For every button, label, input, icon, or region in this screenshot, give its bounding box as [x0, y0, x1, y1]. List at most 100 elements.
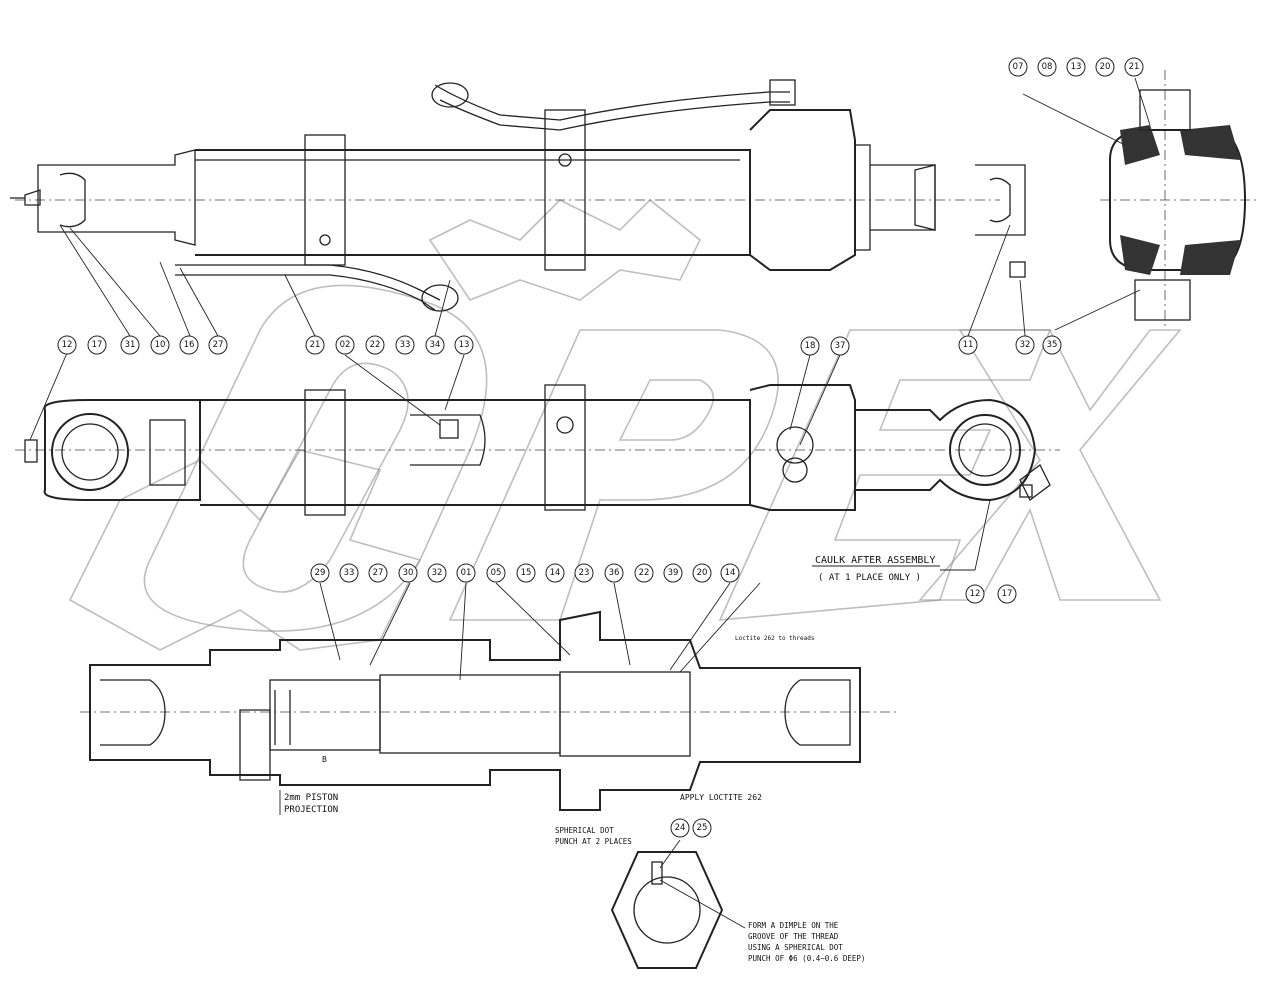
loctite-note: APPLY LOCTITE 262 [680, 793, 762, 802]
balloon: 30 [398, 563, 418, 583]
caulk-note-line1: CAULK AFTER ASSEMBLY [815, 555, 935, 566]
balloon: 27 [208, 335, 228, 355]
balloon: 16 [179, 335, 199, 355]
balloon: 14 [720, 563, 740, 583]
svg-text:18: 18 [805, 341, 816, 351]
svg-text:31: 31 [125, 340, 136, 350]
spherical-note-line2: PUNCH AT 2 PLACES [555, 837, 632, 846]
svg-text:27: 27 [213, 340, 224, 350]
balloon: 11 [958, 335, 978, 355]
balloon: 12 [57, 335, 77, 355]
balloon: 37 [830, 336, 850, 356]
balloon: 01 [456, 563, 476, 583]
svg-text:23: 23 [579, 568, 590, 578]
balloon: 17 [997, 584, 1017, 604]
svg-text:13: 13 [459, 340, 470, 350]
balloon: 33 [395, 335, 415, 355]
svg-text:14: 14 [550, 568, 561, 578]
caulk-note-line2: ( AT 1 PLACE ONLY ) [818, 573, 921, 583]
svg-text:01: 01 [461, 568, 472, 578]
balloon: 13 [1066, 57, 1086, 77]
balloon: 23 [574, 563, 594, 583]
balloon: 12 [965, 584, 985, 604]
svg-text:02: 02 [340, 340, 351, 350]
balloon: 22 [634, 563, 654, 583]
svg-text:24: 24 [675, 823, 686, 833]
balloon: 21 [1124, 57, 1144, 77]
svg-text:16: 16 [184, 340, 195, 350]
balloon: 22 [365, 335, 385, 355]
balloon: 36 [604, 563, 624, 583]
svg-text:15: 15 [521, 568, 532, 578]
gland-marker: B [322, 755, 327, 764]
svg-text:17: 17 [1002, 589, 1013, 599]
svg-text:21: 21 [1129, 62, 1140, 72]
leader-lines [29, 77, 1151, 929]
balloon: 32 [427, 563, 447, 583]
svg-text:39: 39 [668, 568, 679, 578]
svg-text:33: 33 [344, 568, 355, 578]
svg-text:10: 10 [155, 340, 166, 350]
dimple-note-line1: FORM A DIMPLE ON THE [748, 921, 839, 930]
balloon: 18 [800, 336, 820, 356]
svg-text:17: 17 [92, 340, 103, 350]
dimple-note-line3: USING A SPHERICAL DOT [748, 943, 843, 952]
svg-text:12: 12 [970, 589, 981, 599]
balloon: 25 [692, 818, 712, 838]
balloon: 21 [305, 335, 325, 355]
svg-text:22: 22 [639, 568, 650, 578]
nut-detail-view [610, 851, 724, 969]
svg-text:36: 36 [609, 568, 620, 578]
cylinder-plan-view [15, 384, 1060, 516]
balloon-group-mid-top: 18 37 [800, 336, 850, 356]
svg-text:25: 25 [697, 823, 708, 833]
svg-text:22: 22 [370, 340, 381, 350]
balloon: 15 [516, 563, 536, 583]
svg-text:33: 33 [400, 340, 411, 350]
balloon: 13 [454, 335, 474, 355]
dimple-note-line4: PUNCH OF Φ6 (0.4~0.6 DEEP) [748, 954, 865, 963]
svg-text:34: 34 [430, 340, 441, 350]
svg-text:20: 20 [697, 568, 708, 578]
balloon: 14 [545, 563, 565, 583]
balloon: 02 [335, 335, 355, 355]
spherical-note-line1: SPHERICAL DOT [555, 826, 614, 835]
svg-text:20: 20 [1100, 62, 1111, 72]
piston-note-line2: PROJECTION [284, 805, 338, 815]
balloon: 20 [1095, 57, 1115, 77]
svg-text:07: 07 [1013, 62, 1024, 72]
cylinder-top-view [10, 79, 1026, 312]
svg-text:05: 05 [491, 568, 502, 578]
svg-text:13: 13 [1071, 62, 1082, 72]
svg-text:12: 12 [62, 340, 73, 350]
svg-text:35: 35 [1047, 340, 1058, 350]
svg-text:29: 29 [315, 568, 326, 578]
balloon: 08 [1037, 57, 1057, 77]
balloon: 34 [425, 335, 445, 355]
balloon: 05 [486, 563, 506, 583]
balloon: 20 [692, 563, 712, 583]
svg-text:32: 32 [432, 568, 443, 578]
loctite-small-note: Loctite 262 to threads [735, 635, 815, 642]
balloon: 32 [1015, 335, 1035, 355]
balloon-group-nut-detail: 24 25 [670, 818, 712, 838]
dimple-note-line2: GROOVE OF THE THREAD [748, 932, 839, 941]
balloon-group-top-right: 07 08 13 20 21 [1008, 57, 1144, 77]
balloon: 27 [368, 563, 388, 583]
balloon-group-top-right-bottom: 11 32 35 [958, 335, 1062, 355]
balloon: 39 [663, 563, 683, 583]
balloon: 07 [1008, 57, 1028, 77]
svg-text:21: 21 [310, 340, 321, 350]
svg-text:08: 08 [1042, 62, 1053, 72]
balloon-group-top-bottom-row: 12 17 31 10 16 27 21 02 22 33 34 13 [57, 335, 474, 355]
balloon: 33 [339, 563, 359, 583]
balloon: 29 [310, 563, 330, 583]
svg-text:14: 14 [725, 568, 736, 578]
balloon: 31 [120, 335, 140, 355]
balloon-group-mid-bottom: 12 17 [965, 584, 1017, 604]
svg-text:27: 27 [373, 568, 384, 578]
piston-note-line1: 2mm PISTON [284, 793, 338, 803]
balloon: 17 [87, 335, 107, 355]
svg-text:37: 37 [835, 341, 846, 351]
